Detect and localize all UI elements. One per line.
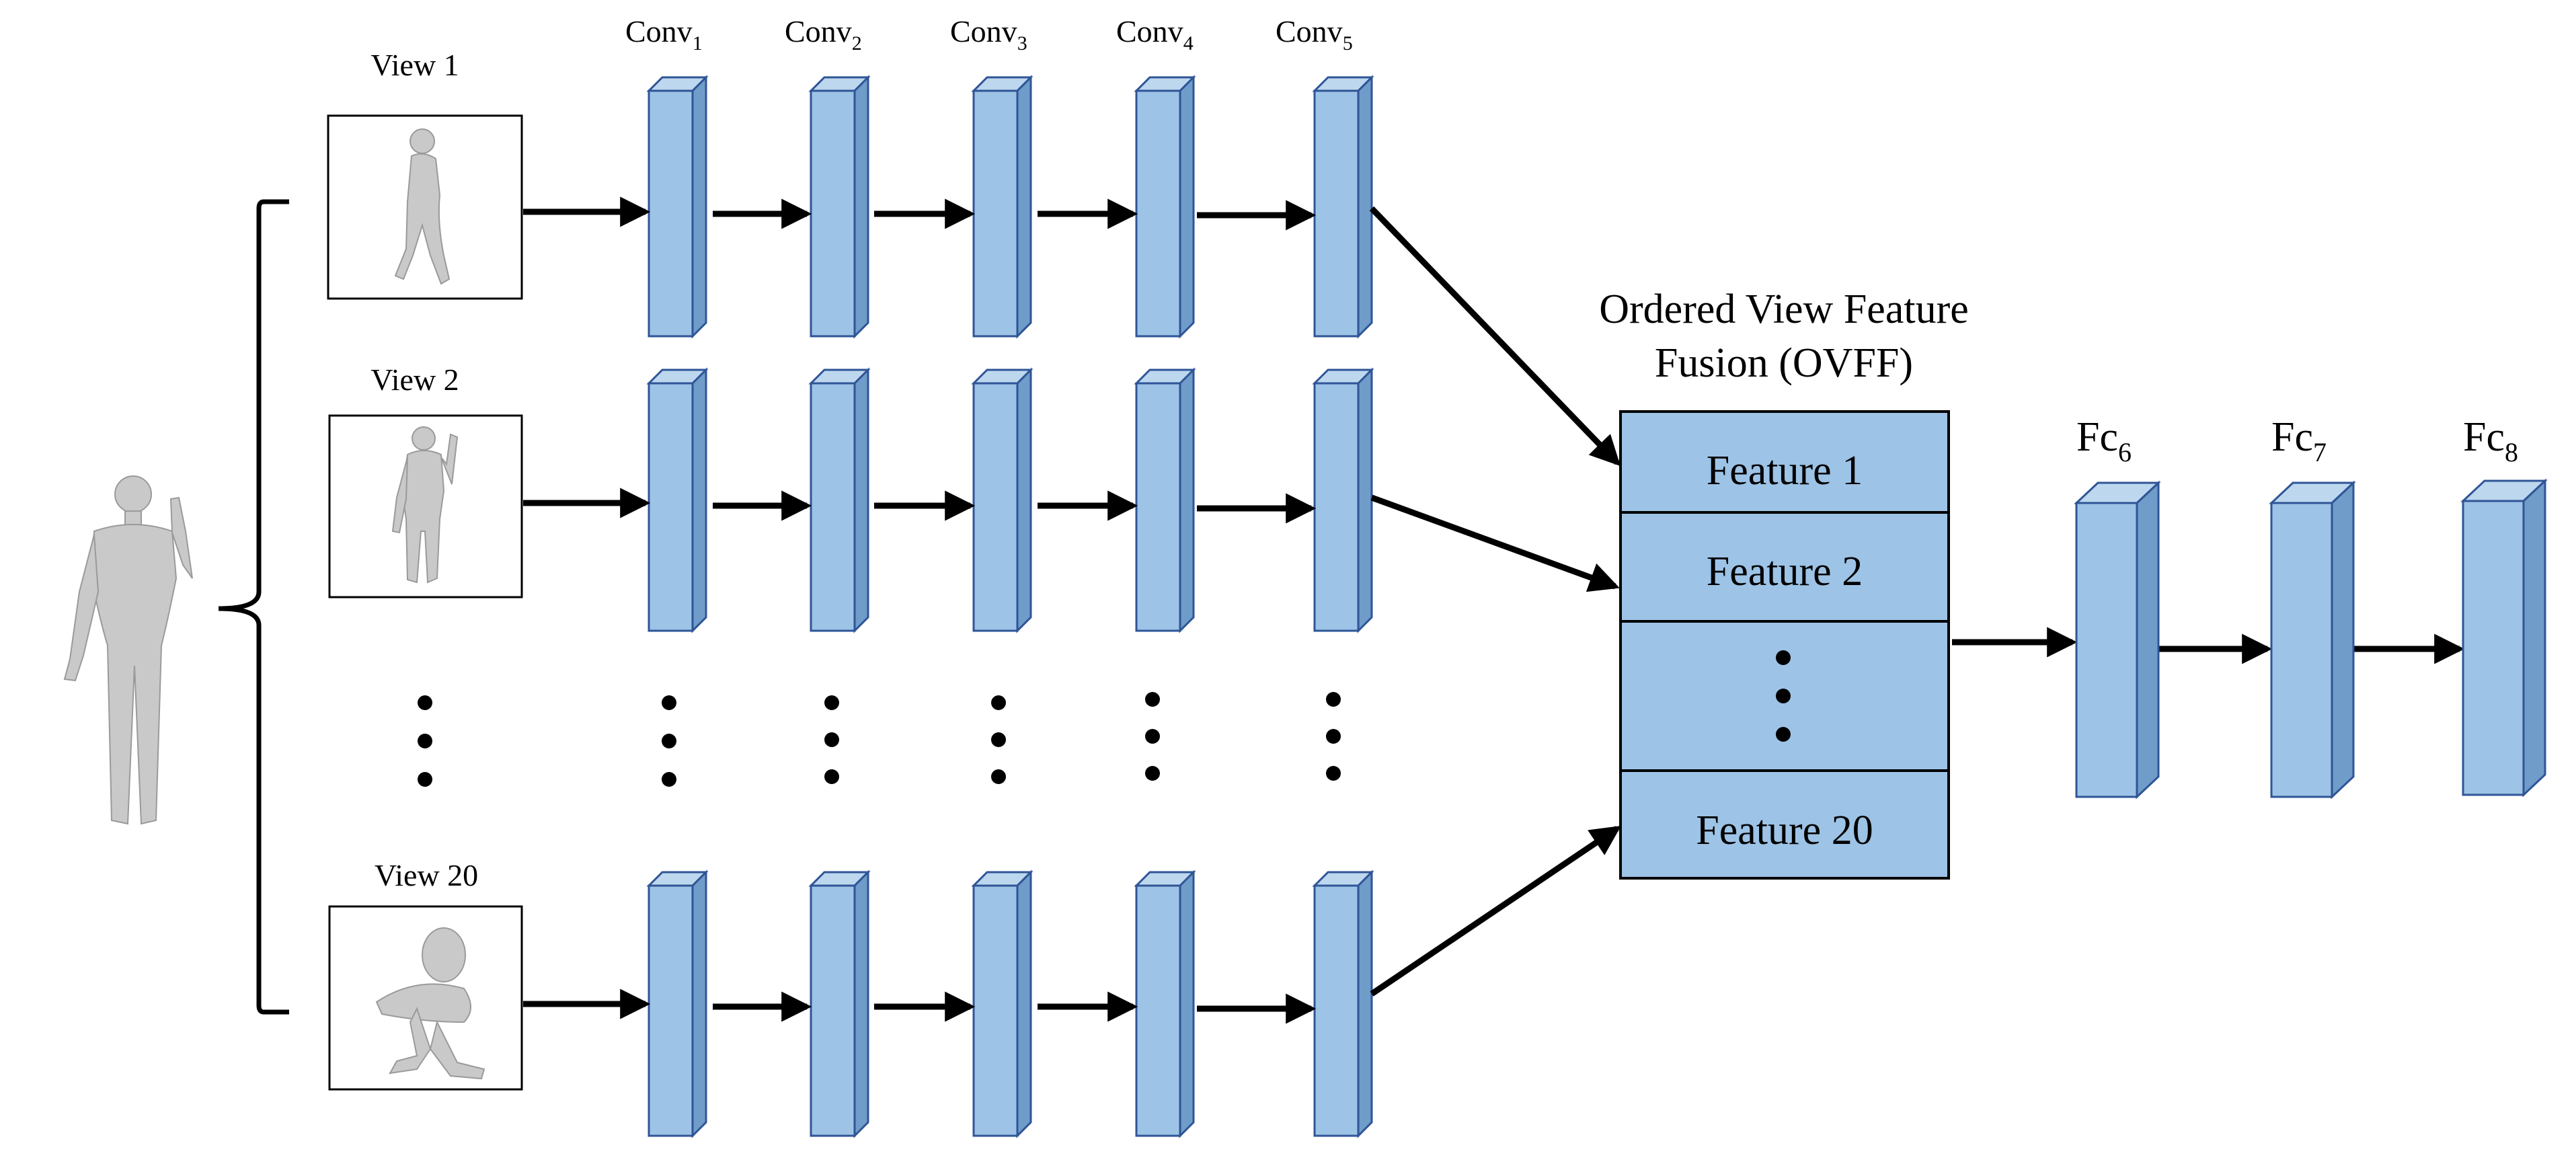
view-20-image: [328, 905, 523, 1091]
fc-7-label: Fc7: [2271, 414, 2327, 467]
conv-4-label: Conv4: [1116, 14, 1194, 54]
view-1-image: [327, 114, 523, 300]
fc-block: [2460, 478, 2548, 798]
ovff-row: [1619, 769, 1950, 880]
conv-block-row-2: [646, 367, 1374, 633]
conv-block: [971, 75, 1033, 339]
fc-block: [2269, 480, 2356, 800]
conv-block-row-1: [646, 75, 1374, 339]
conv-block: [1134, 75, 1196, 339]
conv-block: [646, 367, 709, 633]
svg-text:Conv3: Conv3: [950, 14, 1027, 54]
vertical-ellipsis-icon: [991, 695, 1006, 784]
ovff-row: [1619, 511, 1950, 623]
feature-2-label: Feature 2: [1707, 549, 1863, 594]
ovff-block: Feature 1 Feature 2 Feature 20: [1619, 410, 1950, 880]
fc-block: [2074, 480, 2161, 800]
conv-block: [808, 869, 871, 1138]
feature-1-label: Feature 1: [1707, 448, 1863, 494]
svg-text:Conv4: Conv4: [1116, 14, 1194, 54]
conv-block: [1134, 367, 1196, 633]
arrow: [1370, 494, 1620, 592]
arrow: [1370, 825, 1621, 997]
vertical-ellipsis-icons: [418, 692, 1341, 787]
fc-blocks: [2074, 478, 2548, 800]
vertical-ellipsis-icon: [1145, 692, 1160, 781]
conv-block: [808, 75, 871, 339]
conv-3-label: Conv3: [950, 14, 1027, 54]
conv-block: [1312, 869, 1374, 1138]
conv-2-label: Conv2: [785, 14, 862, 54]
conv-1-label: Conv1: [625, 14, 703, 54]
conv-block: [971, 869, 1033, 1138]
ovff-row: [1619, 410, 1950, 514]
vertical-ellipsis-icon: [824, 695, 839, 784]
view-label: View 2: [370, 362, 459, 397]
human-mesh-view-20-icon: [375, 927, 485, 1080]
flow-arrows: [523, 196, 2465, 1024]
ovff-title-line-1: Ordered View Feature: [1599, 286, 1968, 332]
vertical-ellipsis-icon: [418, 695, 432, 787]
conv-block: [1312, 75, 1374, 339]
fc-8-label: Fc8: [2463, 414, 2518, 467]
vertical-ellipsis-icon: [1776, 650, 1791, 742]
conv-block: [808, 367, 871, 633]
input-model-icon: [63, 475, 193, 825]
human-mesh-view-2-icon: [391, 426, 459, 584]
fc-6-label: Fc6: [2076, 414, 2132, 467]
svg-text:Conv1: Conv1: [625, 14, 703, 54]
conv-block: [646, 869, 709, 1138]
conv-block: [971, 367, 1033, 633]
svg-text:Conv2: Conv2: [785, 14, 862, 54]
vertical-ellipsis-icon: [1326, 692, 1341, 781]
svg-text:Fc7: Fc7: [2271, 414, 2327, 467]
conv-block: [1134, 869, 1196, 1138]
ovff-title-line-2: Fusion (OVFF): [1655, 340, 1913, 386]
view-label: View 20: [375, 858, 478, 892]
arrow: [1369, 206, 1621, 467]
svg-text:Conv5: Conv5: [1276, 14, 1353, 54]
conv-block-row-20: [646, 869, 1374, 1138]
conv-5-label: Conv5: [1276, 14, 1353, 54]
svg-text:Fc8: Fc8: [2463, 414, 2518, 467]
feature-20-label: Feature 20: [1696, 808, 1873, 853]
view-label: View 1: [370, 48, 459, 82]
conv-block: [1312, 367, 1374, 633]
conv-block: [646, 75, 709, 339]
human-mesh-view-1-icon: [394, 128, 451, 285]
svg-text:Fc6: Fc6: [2076, 414, 2132, 467]
vertical-ellipsis-icon: [662, 695, 676, 787]
view-2-image: [328, 414, 523, 598]
left-curly-brace: [218, 199, 289, 1015]
